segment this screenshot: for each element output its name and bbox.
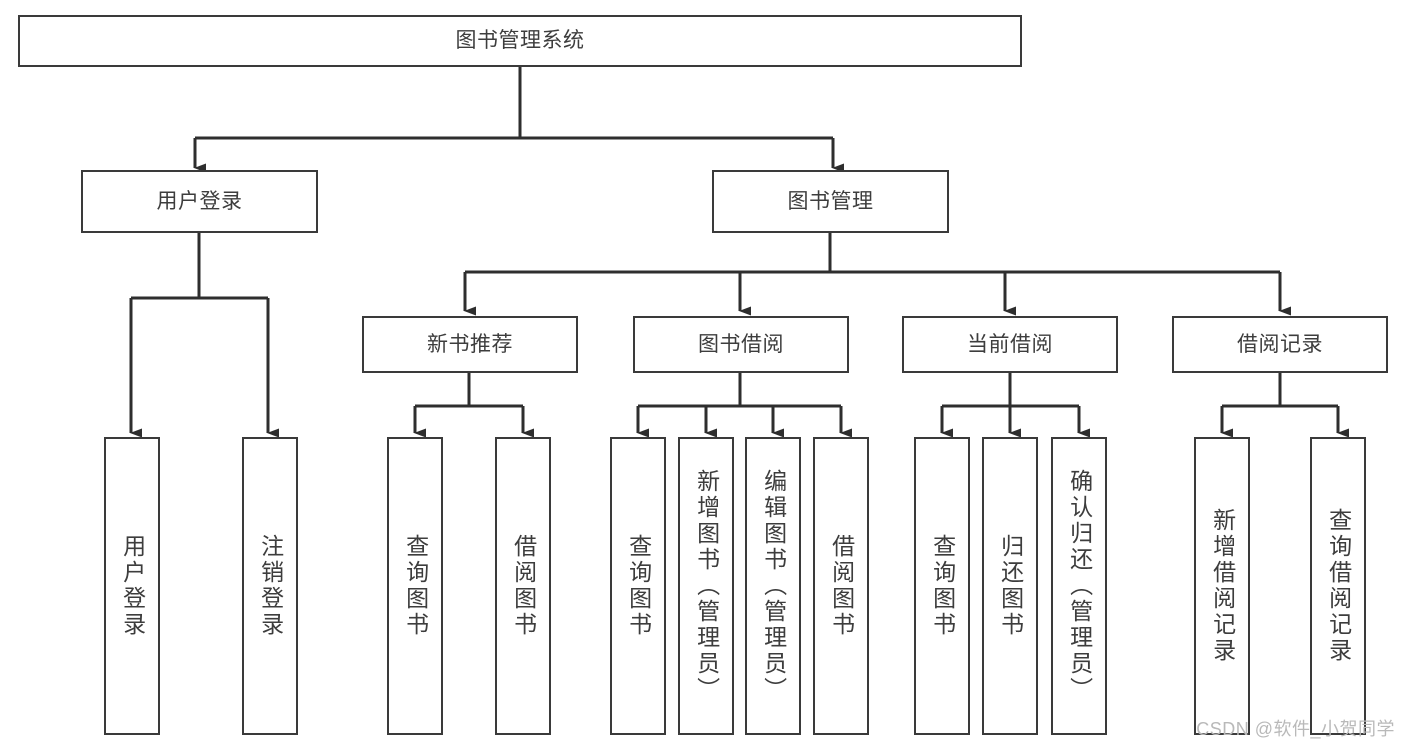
node-leaf-edit-book[interactable]: 编辑图书（管理员）	[745, 437, 801, 735]
node-root[interactable]: 图书管理系统	[18, 15, 1022, 67]
node-leaf-query-book-2[interactable]: 查询图书	[610, 437, 666, 735]
node-leaf-return-book[interactable]: 归还图书	[982, 437, 1038, 735]
node-leaf-query-book-2-label: 查询图书	[625, 534, 652, 638]
node-leaf-borrow-book-2[interactable]: 借阅图书	[813, 437, 869, 735]
node-current-borrow[interactable]: 当前借阅	[902, 316, 1118, 373]
node-leaf-add-book[interactable]: 新增图书（管理员）	[678, 437, 734, 735]
node-leaf-confirm-return[interactable]: 确认归还（管理员）	[1051, 437, 1107, 735]
node-leaf-user-login[interactable]: 用户登录	[104, 437, 160, 735]
node-leaf-borrow-book-1-label: 借阅图书	[510, 534, 537, 638]
node-book-manage-label: 图书管理	[787, 189, 874, 213]
node-leaf-query-book-3-label: 查询图书	[929, 534, 956, 638]
node-leaf-add-record[interactable]: 新增借阅记录	[1194, 437, 1250, 735]
node-leaf-query-book-3[interactable]: 查询图书	[914, 437, 970, 735]
node-leaf-query-book-1[interactable]: 查询图书	[387, 437, 443, 735]
node-leaf-user-logout[interactable]: 注销登录	[242, 437, 298, 735]
node-leaf-return-book-label: 归还图书	[997, 534, 1024, 638]
node-leaf-query-record[interactable]: 查询借阅记录	[1310, 437, 1366, 735]
node-leaf-borrow-book-1[interactable]: 借阅图书	[495, 437, 551, 735]
node-leaf-query-book-1-label: 查询图书	[402, 534, 429, 638]
node-leaf-add-record-label: 新增借阅记录	[1209, 508, 1236, 664]
node-root-label: 图书管理系统	[455, 29, 585, 53]
node-borrow-record[interactable]: 借阅记录	[1172, 316, 1388, 373]
node-leaf-user-login-label: 用户登录	[119, 534, 146, 638]
node-leaf-edit-book-label: 编辑图书（管理员）	[760, 469, 787, 703]
node-borrow-record-label: 借阅记录	[1237, 332, 1323, 356]
node-user-login-label: 用户登录	[156, 189, 243, 213]
node-leaf-query-record-label: 查询借阅记录	[1325, 508, 1352, 664]
node-new-book-rec-label: 新书推荐	[427, 332, 513, 356]
node-leaf-add-book-label: 新增图书（管理员）	[693, 469, 720, 703]
node-leaf-borrow-book-2-label: 借阅图书	[828, 534, 855, 638]
node-user-login[interactable]: 用户登录	[81, 170, 318, 233]
node-book-manage[interactable]: 图书管理	[712, 170, 949, 233]
node-new-book-rec[interactable]: 新书推荐	[362, 316, 578, 373]
node-book-borrow-label: 图书借阅	[698, 332, 784, 356]
node-leaf-confirm-return-label: 确认归还（管理员）	[1066, 469, 1093, 703]
node-current-borrow-label: 当前借阅	[967, 332, 1053, 356]
node-leaf-user-logout-label: 注销登录	[257, 534, 284, 638]
node-book-borrow[interactable]: 图书借阅	[633, 316, 849, 373]
